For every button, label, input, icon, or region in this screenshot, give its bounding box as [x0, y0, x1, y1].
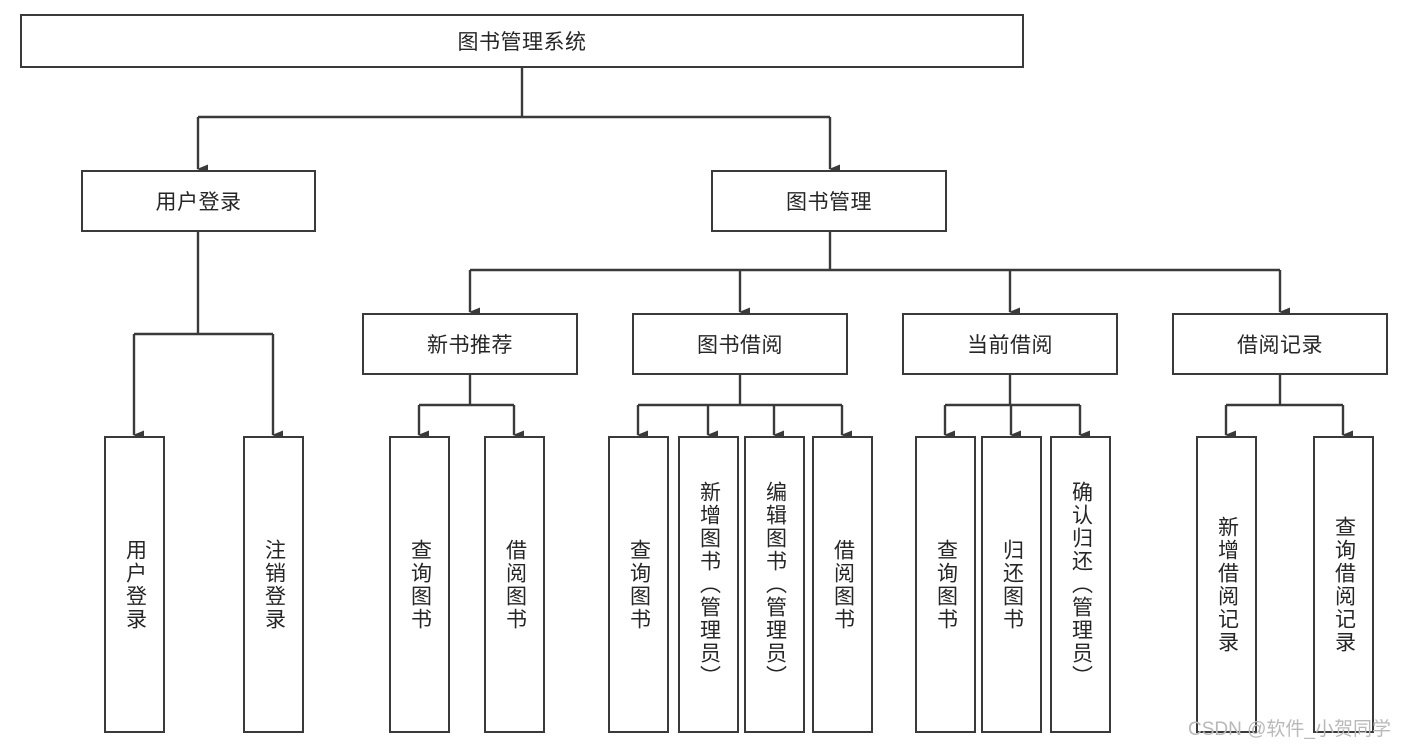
node-label: 图书管理	[786, 191, 872, 214]
node-leaf-leaf-query-record[interactable]: 查询借阅记录	[1313, 436, 1374, 733]
connector-group	[132, 68, 1353, 440]
node-l2-user-login[interactable]: 用户登录	[81, 170, 316, 232]
node-leaf-leaf-add-record[interactable]: 新增借阅记录	[1196, 436, 1257, 733]
node-root-root[interactable]: 图书管理系统	[20, 14, 1024, 68]
node-leaf-leaf-logout[interactable]: 注销登录	[243, 436, 304, 733]
node-label: 图书管理系统	[457, 31, 587, 54]
node-leaf-leaf-add-book[interactable]: 新增图书（管理员）	[678, 436, 739, 733]
node-label: 注销登录	[262, 538, 286, 631]
node-l3-borrow-record[interactable]: 借阅记录	[1172, 313, 1388, 375]
node-leaf-leaf-borrow-book-1[interactable]: 借阅图书	[484, 436, 545, 733]
node-label: 查询图书	[934, 538, 958, 631]
node-leaf-leaf-confirm-return[interactable]: 确认归还（管理员）	[1050, 436, 1111, 733]
node-leaf-leaf-query-book-3[interactable]: 查询图书	[915, 436, 976, 733]
node-leaf-leaf-user-login[interactable]: 用户登录	[104, 436, 165, 733]
node-label: 新增借阅记录	[1215, 515, 1239, 654]
node-label: 确认归还（管理员）	[1069, 481, 1093, 688]
node-l3-current-borrow[interactable]: 当前借阅	[902, 313, 1118, 375]
node-label: 查询借阅记录	[1332, 515, 1356, 654]
node-label: 查询图书	[408, 538, 432, 631]
node-label: 图书借阅	[697, 334, 783, 357]
node-label: 归还图书	[1000, 538, 1024, 631]
node-label: 查询图书	[627, 538, 651, 631]
node-label: 新增图书（管理员）	[697, 481, 721, 688]
node-leaf-leaf-borrow-book-2[interactable]: 借阅图书	[812, 436, 873, 733]
node-leaf-leaf-return-book[interactable]: 归还图书	[981, 436, 1042, 733]
node-l2-book-manage[interactable]: 图书管理	[711, 170, 947, 232]
node-label: 用户登录	[155, 191, 242, 214]
node-label: 用户登录	[123, 538, 147, 631]
node-label: 新书推荐	[427, 334, 513, 357]
node-l3-book-borrow[interactable]: 图书借阅	[632, 313, 848, 375]
node-leaf-leaf-edit-book[interactable]: 编辑图书（管理员）	[744, 436, 805, 733]
node-label: 当前借阅	[967, 334, 1053, 357]
node-label: 编辑图书（管理员）	[763, 481, 787, 688]
node-leaf-leaf-query-book-2[interactable]: 查询图书	[608, 436, 669, 733]
node-leaf-leaf-query-book-1[interactable]: 查询图书	[389, 436, 450, 733]
node-label: 借阅图书	[831, 538, 855, 631]
node-label: 借阅图书	[503, 538, 527, 631]
node-l3-new-book-recommend[interactable]: 新书推荐	[362, 313, 578, 375]
watermark-label: CSDN @软件_小贺同学	[1188, 719, 1391, 740]
node-label: 借阅记录	[1237, 334, 1323, 357]
